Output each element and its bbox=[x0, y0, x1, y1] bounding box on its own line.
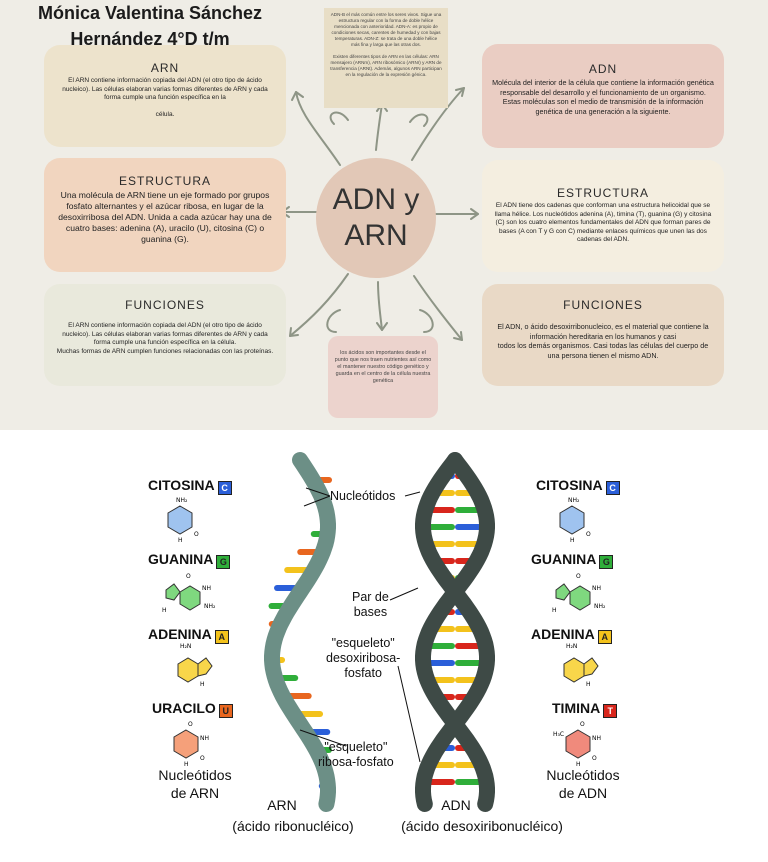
svg-text:NH: NH bbox=[592, 585, 601, 592]
mind-map: Mónica Valentina Sánchez Hernández 4°D t… bbox=[0, 0, 768, 430]
uracilo-molecule: O NH O H bbox=[173, 721, 209, 768]
bottom-note: los ácidos son importantes desde el punt… bbox=[328, 336, 438, 418]
par-bases-label: Par de bases bbox=[352, 590, 389, 619]
adn-card-title: ADN bbox=[588, 62, 618, 76]
center-circle: ADN y ARN bbox=[316, 158, 436, 278]
svg-text:O: O bbox=[586, 531, 591, 538]
svg-text:H₃C: H₃C bbox=[553, 731, 564, 738]
svg-text:H₂N: H₂N bbox=[566, 643, 577, 650]
adn-card: ADN Molécula del interior de la célula q… bbox=[482, 44, 724, 148]
base-badge: T bbox=[603, 704, 618, 718]
arrow-to-bottom-note bbox=[377, 281, 383, 331]
estructura-adn-card: ESTRUCTURA El ADN tiene dos cadenas que … bbox=[482, 160, 724, 272]
arn-card-title: ARN bbox=[150, 61, 180, 75]
svg-text:O: O bbox=[188, 721, 193, 728]
center-title: ADN y ARN bbox=[332, 183, 420, 252]
svg-text:O: O bbox=[580, 721, 585, 728]
svg-text:O: O bbox=[576, 573, 581, 580]
dna-backbone bbox=[415, 452, 495, 812]
citosina-molecule: NH₂ O H bbox=[559, 497, 591, 544]
base-badge: C bbox=[217, 481, 232, 495]
arrow-to-funciones-adn bbox=[413, 275, 463, 341]
svg-text:NH: NH bbox=[200, 735, 209, 742]
adenina-molecule: H₂N H bbox=[563, 643, 599, 688]
nucleotidos-label: Nucleótidos bbox=[330, 489, 396, 503]
arrow-to-funciones-arn bbox=[289, 273, 349, 337]
svg-text:O: O bbox=[194, 531, 199, 538]
base-badge: G bbox=[216, 555, 231, 569]
funciones-arn-text: El ARN contiene información copiada del … bbox=[56, 322, 274, 355]
svg-text:H: H bbox=[576, 761, 581, 768]
base-badge: A bbox=[214, 630, 229, 644]
rna-backbone bbox=[264, 452, 336, 812]
svg-text:NH₂: NH₂ bbox=[176, 497, 188, 504]
estructura-arn-card: ESTRUCTURA Una molécula de ARN tiene un … bbox=[44, 158, 286, 272]
svg-text:H: H bbox=[552, 607, 557, 614]
helix-drawing bbox=[264, 452, 495, 812]
base-badge: G bbox=[599, 555, 614, 569]
citosina-molecule: NH₂ O H bbox=[167, 497, 199, 544]
funciones-arn-card: FUNCIONES El ARN contiene información co… bbox=[44, 284, 286, 386]
svg-text:H₂N: H₂N bbox=[180, 643, 191, 650]
svg-text:H: H bbox=[178, 537, 183, 544]
guanina-molecule: O NH NH₂ H bbox=[552, 573, 606, 614]
svg-text:H: H bbox=[200, 681, 205, 688]
base-badge: A bbox=[597, 630, 612, 644]
nucleotidos-adn-caption: Nucleótidos de ADN bbox=[546, 767, 620, 801]
estructura-adn-text: El ADN tiene dos cadenas que conforman u… bbox=[494, 202, 712, 243]
svg-text:NH₂: NH₂ bbox=[594, 603, 606, 610]
arn-card-text: El ARN contiene información copiada del … bbox=[62, 77, 268, 118]
base-badge: U bbox=[218, 704, 233, 718]
base-badge: C bbox=[605, 481, 620, 495]
svg-text:NH: NH bbox=[592, 735, 601, 742]
guanina-molecule: O NH NH₂ H bbox=[162, 573, 216, 614]
svg-text:O: O bbox=[592, 755, 597, 762]
dna-backbone bbox=[415, 452, 495, 812]
arn-card: ARN El ARN contiene información copiada … bbox=[44, 45, 286, 147]
svg-text:NH₂: NH₂ bbox=[204, 603, 216, 610]
svg-text:O: O bbox=[200, 755, 205, 762]
top-note: ADN-B el más común entre los seres vivos… bbox=[324, 8, 448, 108]
svg-text:H: H bbox=[162, 607, 167, 614]
annotation-leader-lines bbox=[299, 487, 421, 763]
funciones-adn-text: El ADN, o ácido desoxirribonucleico, es … bbox=[497, 322, 709, 360]
arrow-to-adn bbox=[411, 87, 465, 161]
funciones-arn-title: FUNCIONES bbox=[125, 298, 205, 312]
estructura-arn-title: ESTRUCTURA bbox=[118, 174, 211, 188]
author-name: Mónica Valentina Sánchez Hernández 4°D t… bbox=[37, 3, 263, 49]
adenina-molecule: H₂N H bbox=[177, 643, 213, 688]
funciones-adn-title: FUNCIONES bbox=[563, 298, 643, 312]
connector-arrows bbox=[281, 87, 479, 341]
svg-text:NH: NH bbox=[202, 585, 211, 592]
arn-caption: ARN bbox=[267, 797, 297, 813]
funciones-adn-card: FUNCIONES El ADN, o ácido desoxirribonuc… bbox=[482, 284, 724, 386]
svg-text:O: O bbox=[186, 573, 191, 580]
esqueleto-desoxi-label: "esqueleto" desoxiribosa- fosfato bbox=[326, 636, 401, 680]
svg-text:H: H bbox=[570, 537, 575, 544]
arn-full-caption: (ácido ribonucléico) bbox=[232, 818, 354, 834]
estructura-adn-title: ESTRUCTURA bbox=[556, 186, 649, 200]
timina-molecule: H₃C O NH O H bbox=[553, 721, 601, 768]
adn-caption: ADN bbox=[441, 797, 471, 813]
svg-text:NH₂: NH₂ bbox=[568, 497, 580, 504]
nucleotidos-arn-caption: Nucleótidos de ARN bbox=[158, 767, 232, 801]
adn-card-text: Molécula del interior de la célula que c… bbox=[492, 78, 714, 116]
svg-text:H: H bbox=[586, 681, 591, 688]
estructura-arn-text: Una molécula de ARN tiene un eje formado… bbox=[58, 190, 272, 244]
svg-text:H: H bbox=[184, 761, 189, 768]
adn-full-caption: (ácido desoxiribonucléico) bbox=[401, 818, 563, 834]
arrow-to-arn bbox=[295, 91, 341, 166]
